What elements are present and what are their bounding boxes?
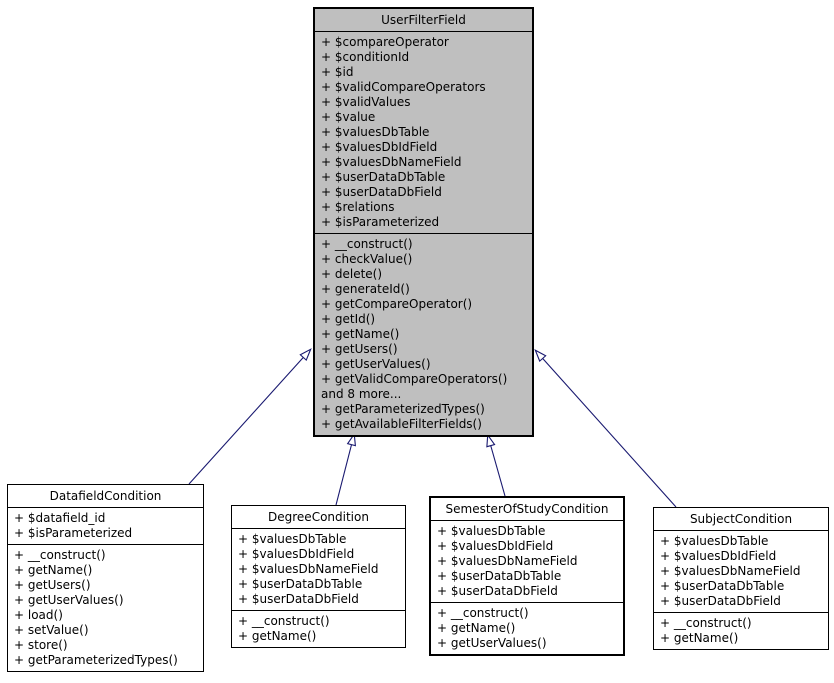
member-row: + getUserValues() (437, 636, 547, 650)
member-row: + checkValue() (321, 252, 413, 266)
member-row: + $isParameterized (321, 215, 440, 229)
member-row: + getParameterizedTypes() (321, 402, 485, 416)
member-row: + $valuesDbIdField (238, 547, 355, 561)
member-row: + load() (14, 608, 63, 622)
member-row: + $value (321, 110, 376, 124)
member-row: + __construct() (437, 606, 529, 620)
member-row: + getCompareOperator() (321, 297, 473, 311)
class-attributes: + $valuesDbTable+ $valuesDbIdField+ $val… (431, 521, 623, 602)
class-title: DatafieldCondition (8, 485, 203, 508)
class-title: UserFilterField (315, 9, 532, 32)
member-row: + getUserValues() (321, 357, 431, 371)
member-row: + __construct() (14, 548, 106, 562)
inheritance-arrow-datafield (188, 348, 312, 485)
class-box-datafieldcondition[interactable]: DatafieldCondition + $datafield_id+ $isP… (7, 484, 204, 672)
member-row: + $valuesDbNameField (238, 562, 379, 576)
member-row: + $valuesDbTable (238, 532, 347, 546)
member-row: + $userDataDbField (238, 592, 359, 606)
class-methods: + __construct()+ getName() (654, 612, 828, 649)
class-methods: + __construct()+ getName()+ getUserValue… (431, 602, 623, 654)
class-title: SemesterOfStudyCondition (431, 498, 623, 521)
class-attributes: + $compareOperator+ $conditionId+ $id+ $… (315, 32, 532, 233)
class-box-userfilterfield: UserFilterField + $compareOperator+ $con… (313, 7, 534, 437)
member-row: + $userDataDbField (321, 185, 442, 199)
member-row: + $conditionId (321, 50, 410, 64)
member-row: + $validCompareOperators (321, 80, 486, 94)
member-row: + $valuesDbNameField (437, 554, 578, 568)
class-attributes: + $valuesDbTable+ $valuesDbIdField+ $val… (232, 529, 405, 610)
member-row: + $compareOperator (321, 35, 449, 49)
member-row: + __construct() (321, 237, 413, 251)
member-row: + getAvailableFilterFields() (321, 417, 482, 431)
member-row: + $userDataDbTable (238, 577, 363, 591)
member-row: + $datafield_id (14, 511, 106, 525)
inheritance-arrow-semester (486, 433, 506, 497)
member-row: + $valuesDbTable (660, 534, 769, 548)
member-row: + $isParameterized (14, 526, 133, 540)
member-row: + __construct() (238, 614, 330, 628)
member-row: + $userDataDbField (660, 594, 781, 608)
class-title: DegreeCondition (232, 506, 405, 529)
class-box-semesterofstudycondition[interactable]: SemesterOfStudyCondition + $valuesDbTabl… (429, 496, 625, 656)
member-row: + $valuesDbIdField (437, 539, 554, 553)
member-row: + setValue() (14, 623, 89, 637)
member-row: + $relations (321, 200, 395, 214)
member-row: + __construct() (660, 616, 752, 630)
member-row: + getUsers() (321, 342, 398, 356)
member-row: + $valuesDbIdField (660, 549, 777, 563)
member-row: + $validValues (321, 95, 411, 109)
member-row: + $valuesDbIdField (321, 140, 438, 154)
member-row: + getUserValues() (14, 593, 124, 607)
member-row: + $valuesDbNameField (660, 564, 801, 578)
member-row: + getParameterizedTypes() (14, 653, 178, 667)
member-row: + $valuesDbTable (321, 125, 430, 139)
member-row: + $userDataDbField (437, 584, 558, 598)
member-row: + getUsers() (14, 578, 91, 592)
inheritance-arrow-degree (335, 432, 357, 506)
member-row: + getName() (14, 563, 93, 577)
class-box-subjectcondition[interactable]: SubjectCondition + $valuesDbTable+ $valu… (653, 507, 829, 650)
member-row: + $valuesDbTable (437, 524, 546, 538)
class-methods: + __construct()+ getName()+ getUsers()+ … (8, 544, 203, 671)
member-row: + getValidCompareOperators() (321, 372, 508, 386)
class-box-degreecondition[interactable]: DegreeCondition + $valuesDbTable+ $value… (231, 505, 406, 648)
member-row: + $userDataDbTable (660, 579, 785, 593)
member-row: + $userDataDbTable (321, 170, 446, 184)
member-row: + getId() (321, 312, 376, 326)
member-row: + store() (14, 638, 68, 652)
member-row: + $valuesDbNameField (321, 155, 462, 169)
class-methods: + __construct()+ checkValue()+ delete()+… (315, 233, 532, 435)
member-row: + $id (321, 65, 354, 79)
member-row: + getName() (660, 631, 739, 645)
member-row: + delete() (321, 267, 383, 281)
class-attributes: + $datafield_id+ $isParameterized (8, 508, 203, 544)
member-row: and 8 more... (321, 387, 402, 401)
class-title: SubjectCondition (654, 508, 828, 531)
member-row: + getName() (238, 629, 317, 643)
class-methods: + __construct()+ getName() (232, 610, 405, 647)
class-attributes: + $valuesDbTable+ $valuesDbIdField+ $val… (654, 531, 828, 612)
inheritance-arrow-subject (534, 349, 677, 508)
member-row: + getName() (321, 327, 400, 341)
member-row: + getName() (437, 621, 516, 635)
member-row: + generateId() (321, 282, 410, 296)
member-row: + $userDataDbTable (437, 569, 562, 583)
